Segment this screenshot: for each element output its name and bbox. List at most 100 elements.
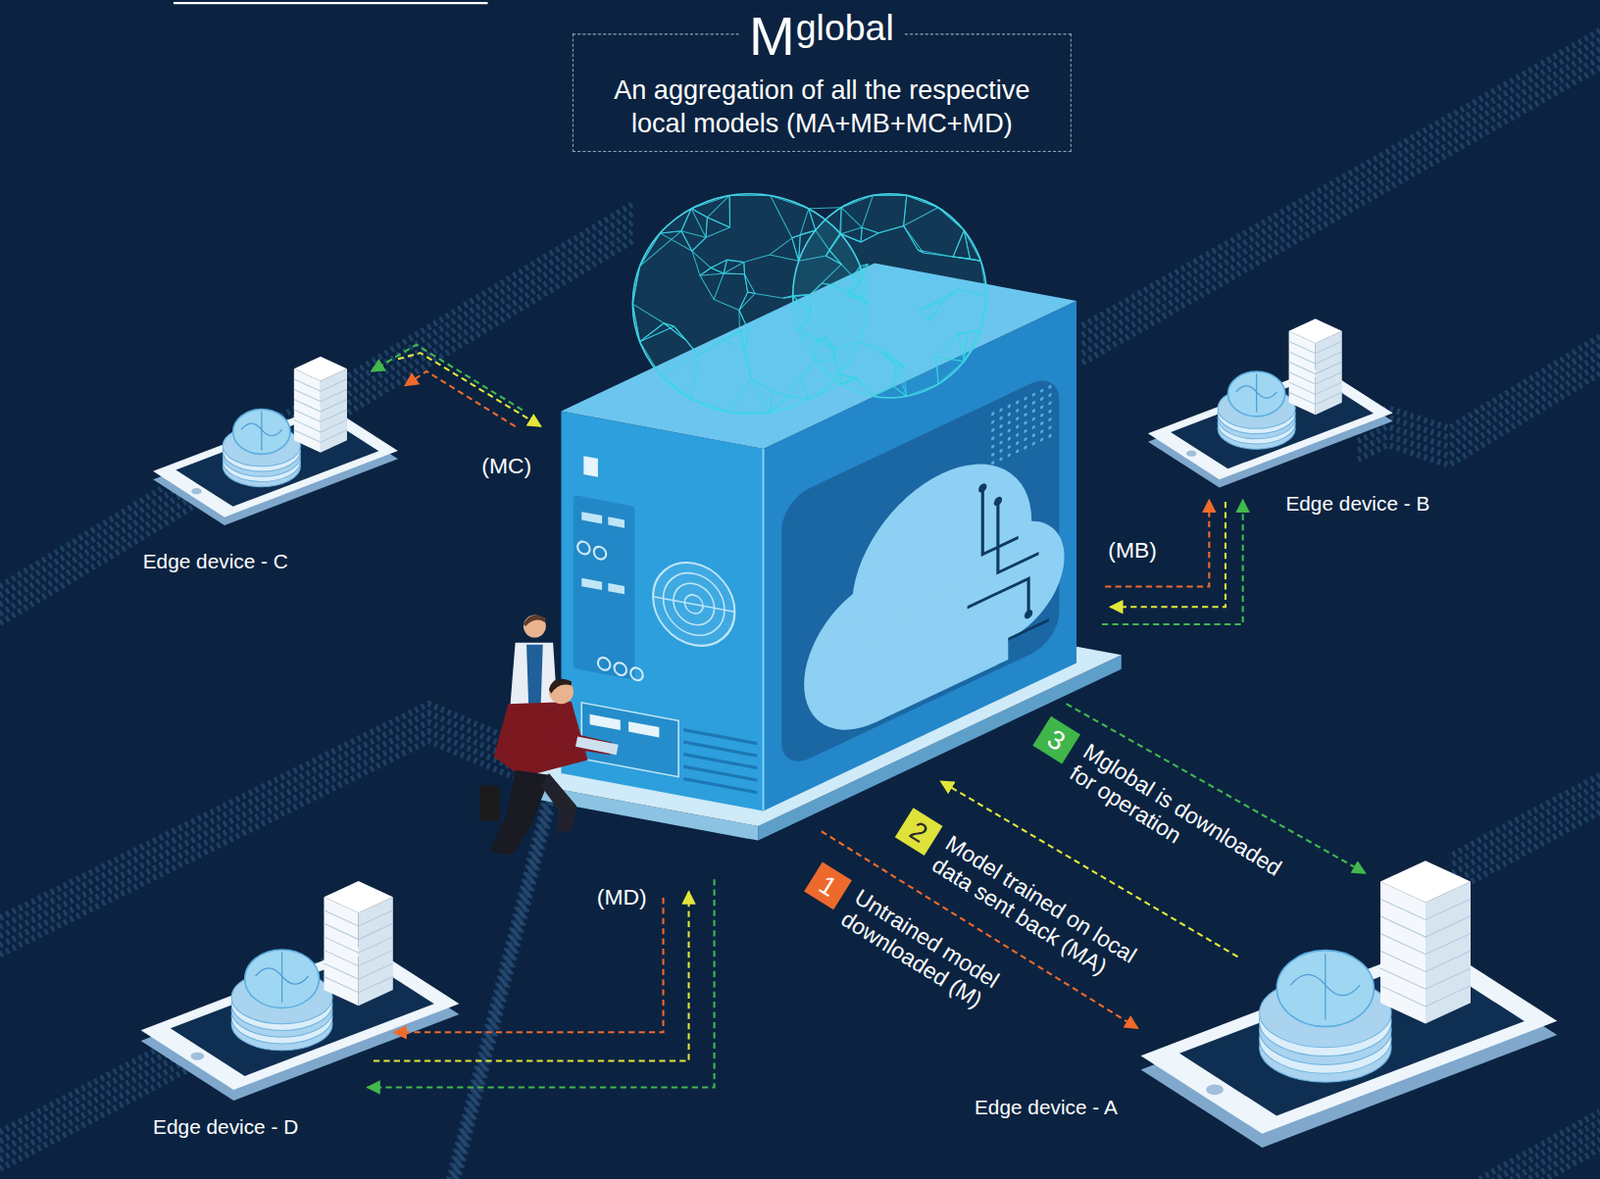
brain-mesh [729, 378, 751, 413]
brain-mesh [903, 226, 919, 251]
grill-dot [991, 444, 995, 450]
phone-body [1141, 943, 1558, 1135]
callout-number: 2 [895, 807, 944, 856]
aggregation-box: MglobalAn aggregation of all the respect… [572, 33, 1072, 152]
brain-mesh [800, 230, 816, 236]
grill-dot [1015, 441, 1019, 447]
drive-panel [573, 495, 635, 681]
brain-mesh [808, 207, 842, 209]
brain-mesh [938, 361, 964, 385]
binary-stream [1449, 811, 1600, 894]
brain-mesh [849, 292, 863, 299]
grill-dot [1023, 428, 1027, 434]
brain-fold [1236, 373, 1278, 413]
brain-mesh [640, 326, 675, 342]
brain-mesh [893, 365, 903, 387]
brain-mesh [859, 266, 861, 283]
brain-mesh [821, 283, 834, 286]
grill-dot [1023, 412, 1027, 418]
brain-mesh [840, 233, 861, 243]
brain-mesh [957, 334, 964, 362]
button [630, 666, 643, 682]
model-description: An aggregation of all the respective loc… [573, 73, 1071, 142]
brain-mesh [854, 377, 873, 397]
brain-mesh [957, 289, 987, 297]
brain-mesh [923, 252, 953, 257]
grill-dot [1032, 408, 1036, 414]
brain-mesh [852, 276, 861, 283]
brain-mesh [952, 230, 964, 257]
download-arrow [404, 371, 515, 427]
brain-mesh [692, 237, 706, 251]
grill-dot [1048, 425, 1051, 431]
brain-mesh [918, 310, 931, 322]
brain-mesh [840, 374, 855, 378]
grill-dot [1040, 429, 1044, 435]
brain-mesh [883, 350, 903, 366]
brain-mesh [883, 353, 903, 365]
brain-mesh [713, 273, 724, 300]
brain-mesh [852, 266, 861, 277]
binary-stream [1356, 373, 1600, 466]
binary-stream [0, 213, 633, 597]
brain-mesh [787, 376, 801, 397]
device-brain [1227, 371, 1285, 417]
grill-dot [1032, 433, 1036, 439]
tower-face [323, 897, 358, 1006]
brain-mesh [893, 365, 897, 387]
vent [683, 766, 757, 781]
edge-device: Edge device - D [138, 856, 470, 1143]
tablet [575, 736, 619, 755]
brain-mesh [801, 376, 809, 400]
brain-mesh [681, 231, 693, 251]
grill-dot [1040, 437, 1044, 443]
brain-mesh [729, 195, 731, 228]
brain-mesh [681, 231, 693, 251]
global-arrow [367, 879, 715, 1088]
button [614, 661, 627, 677]
person-leg [541, 773, 577, 832]
binary-stream [1479, 1149, 1600, 1179]
brain-mesh [739, 292, 749, 310]
binary-stream [1356, 354, 1600, 448]
brain-mesh [745, 329, 749, 350]
brain-mesh [938, 207, 964, 231]
fan-grill [652, 597, 735, 613]
power-switch [583, 455, 599, 477]
tower-face [358, 897, 394, 1006]
brain-mesh [729, 195, 771, 197]
grill-dot [999, 424, 1002, 430]
brain-mesh [706, 217, 730, 228]
brain-mesh [706, 217, 730, 228]
binary-streams [0, 30, 1600, 1179]
brain-mesh [833, 285, 850, 297]
brain-mesh [700, 273, 724, 276]
brain-mesh [963, 331, 968, 361]
brain-mesh [952, 256, 981, 261]
brain-mesh [770, 396, 788, 413]
brain-mesh [878, 226, 904, 234]
brain-mesh [740, 329, 750, 332]
grill-dot [1040, 421, 1044, 427]
brain-mesh [663, 323, 674, 327]
brain-mesh [808, 208, 816, 231]
vent [683, 754, 757, 769]
brain-mesh [918, 300, 944, 311]
tower-top [1289, 318, 1343, 344]
brain-mesh [744, 354, 751, 379]
binary-stream [1081, 30, 1600, 327]
brain-mesh [700, 267, 711, 276]
brain-mesh [834, 349, 836, 360]
brain-mesh [829, 234, 842, 251]
vent [683, 779, 757, 794]
brain-mesh [841, 227, 863, 235]
grill-dot [991, 451, 995, 457]
cloud-part [875, 567, 1008, 723]
brain-mesh [963, 331, 968, 361]
grill-dot [1032, 392, 1036, 398]
download-arrow [394, 898, 664, 1033]
brain-mesh [963, 230, 970, 259]
home-button [191, 488, 201, 495]
